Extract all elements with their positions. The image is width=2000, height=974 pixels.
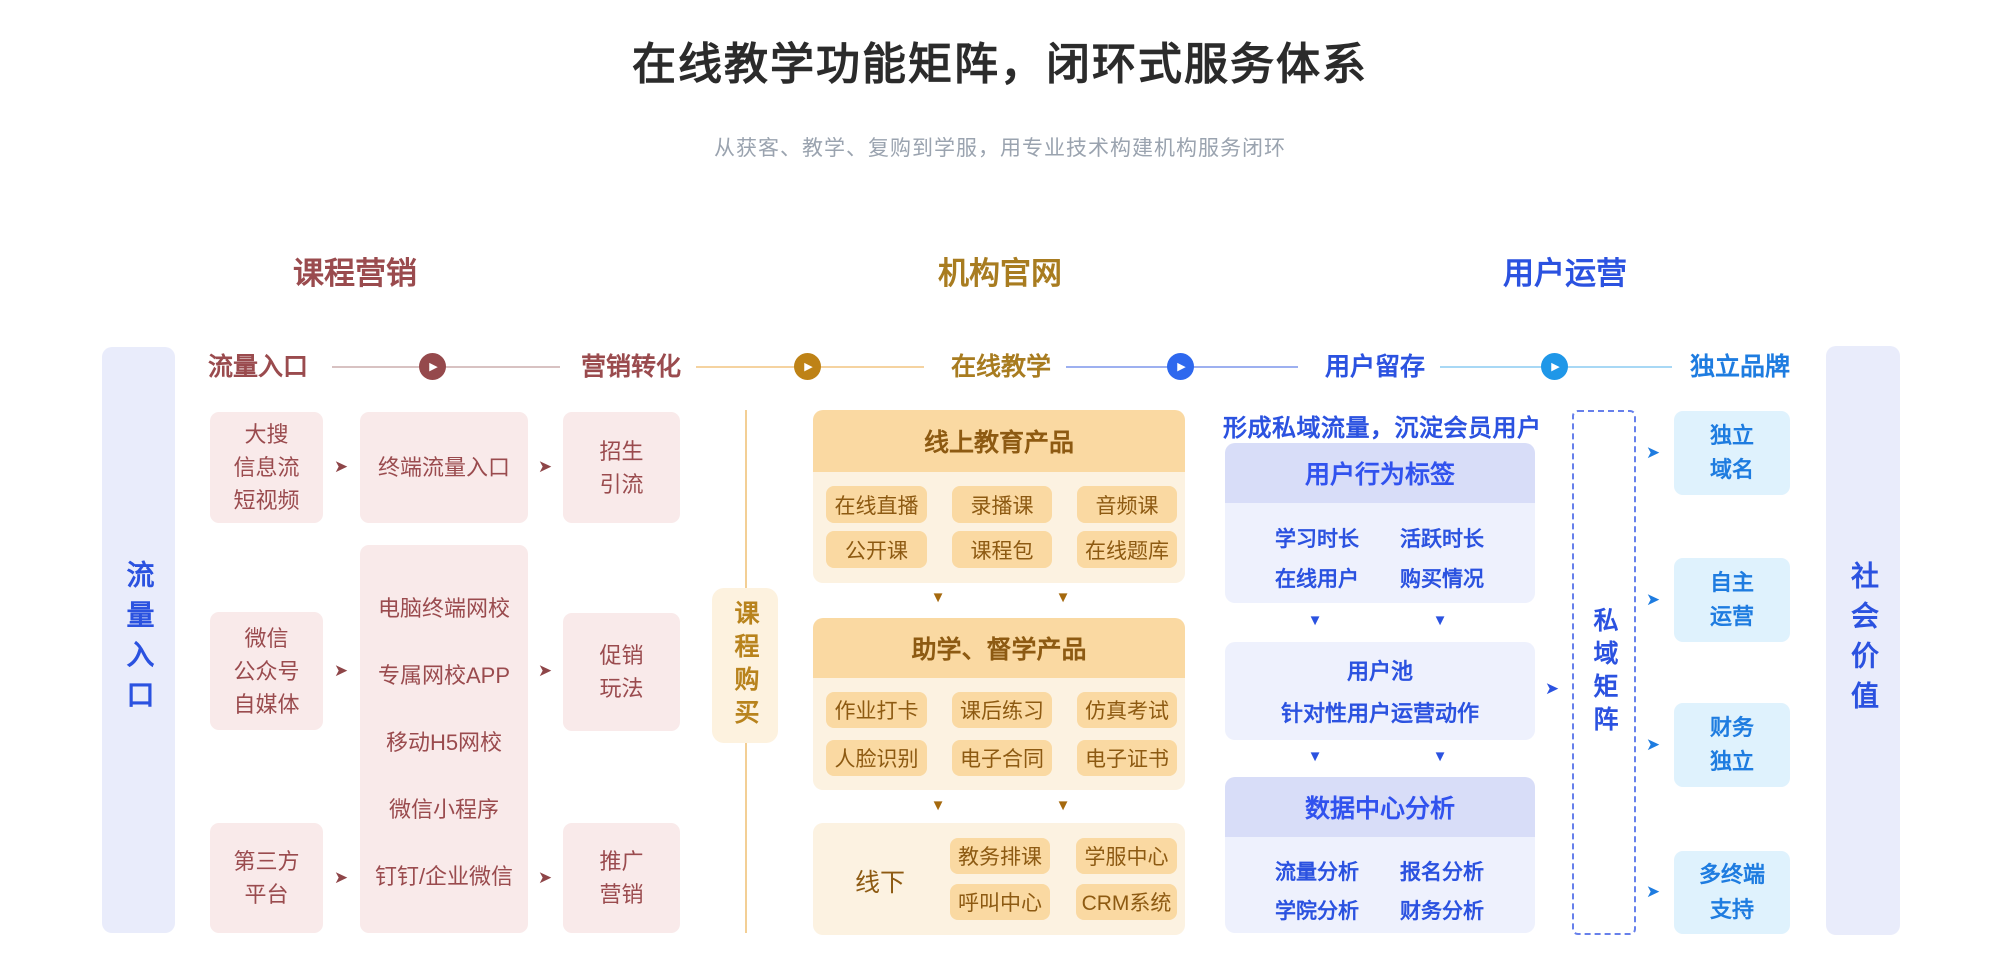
left-sidebar-traffic-entry: 流量入口: [102, 347, 175, 933]
arrow-right-icon: ➤: [1544, 679, 1560, 698]
arrow-down-icon: ▼: [1307, 612, 1323, 629]
arrow-right-icon: ➤: [333, 457, 349, 476]
flow-node-2-play-circle-icon: ▶: [794, 353, 821, 380]
offline-label: 线下: [854, 869, 905, 897]
user-pool-box: 用户池 针对性用户运营动作: [1225, 642, 1535, 740]
item-active-duration: 活跃时长: [1400, 528, 1484, 551]
chip-online-question-bank: 在线题库: [1077, 531, 1177, 568]
box-traffic-search-feeds: 大搜 信息流 短视频: [210, 412, 323, 523]
arrow-down-icon: ▼: [1055, 797, 1071, 814]
flow-stage-user-retention: 用户留存: [1324, 353, 1425, 381]
arrow-right-icon: ➤: [1645, 735, 1661, 754]
section-title-user-operation: 用户运营: [1503, 256, 1627, 291]
retention-headline: 形成私域流量，沉淀会员用户: [1223, 415, 1542, 442]
behavior-tags-body: [1225, 503, 1535, 603]
course-purchase-bar: 课程购买: [712, 588, 778, 743]
flow-stage-online-teaching: 在线教学: [950, 353, 1051, 381]
online-products-header: 线上教育产品: [813, 410, 1185, 472]
arrow-down-icon: ▼: [930, 589, 946, 606]
box-multi-terminal-support: 多终端 支持: [1674, 851, 1790, 934]
flow-stage-independent-brand: 独立品牌: [1689, 353, 1790, 381]
arrow-right-icon: ➤: [1645, 882, 1661, 901]
chip-call-center: 呼叫中心: [950, 884, 1050, 920]
arrow-down-icon: ▼: [1307, 748, 1323, 765]
user-pool-title: 用户池: [1346, 659, 1413, 684]
chip-live-streaming: 在线直播: [826, 486, 927, 523]
play-icon: ▶: [429, 361, 438, 373]
chip-open-class: 公开课: [826, 531, 927, 568]
item-college-analysis: 学院分析: [1275, 900, 1359, 923]
flow-node-1-play-circle-icon: ▶: [419, 353, 446, 380]
arrow-right-icon: ➤: [537, 457, 553, 476]
chip-e-contract: 电子合同: [952, 740, 1052, 776]
box-self-operation: 自主 运营: [1674, 558, 1790, 642]
item-online-users: 在线用户: [1275, 568, 1359, 591]
arrow-down-icon: ▼: [930, 797, 946, 814]
flow-node-3-play-circle-icon: ▶: [1167, 353, 1194, 380]
arrow-right-icon: ➤: [333, 661, 349, 680]
item-finance-analysis: 财务分析: [1400, 900, 1484, 923]
chip-student-service-center: 学服中心: [1076, 838, 1177, 874]
arrow-down-icon: ▼: [1432, 612, 1448, 629]
course-purchase-label: 课程购买: [731, 599, 759, 732]
play-icon: ▶: [1177, 361, 1186, 373]
arrow-down-icon: ▼: [1432, 748, 1448, 765]
chip-simulated-exam: 仿真考试: [1077, 692, 1177, 728]
flow-stage-traffic-entry: 流量入口: [207, 353, 308, 381]
arrow-right-icon: ➤: [1645, 590, 1661, 609]
arrow-right-icon: ➤: [333, 868, 349, 887]
private-matrix-label: 私域矩阵: [1590, 606, 1618, 739]
flow-line-1: [332, 366, 560, 368]
chip-crm-system: CRM系统: [1076, 884, 1177, 920]
user-pool-subtitle: 针对性用户运营动作: [1280, 701, 1479, 726]
play-icon: ▶: [1551, 361, 1560, 373]
box-traffic-thirdparty: 第三方 平台: [210, 823, 323, 933]
data-center-body: [1225, 837, 1535, 933]
box-terminal-platforms: 电脑终端网校 专属网校APP 移动H5网校 微信小程序 钉钉/企业微信: [360, 545, 528, 933]
arrow-down-icon: ▼: [1055, 589, 1071, 606]
page-title: 在线教学功能矩阵，闭环式服务体系: [632, 40, 1368, 89]
arrow-right-icon: ➤: [537, 868, 553, 887]
chip-face-recognition: 人脸识别: [826, 740, 927, 776]
study-products-header: 助学、督学产品: [813, 618, 1185, 678]
box-promo-gameplay: 促销 玩法: [563, 613, 680, 731]
section-title-course-marketing: 课程营销: [293, 256, 417, 291]
data-center-header: 数据中心分析: [1225, 777, 1535, 837]
chip-course-package: 课程包: [952, 531, 1052, 568]
chip-academic-scheduling: 教务排课: [950, 838, 1050, 874]
chip-homework-checkin: 作业打卡: [826, 692, 927, 728]
box-independent-domain: 独立 域名: [1674, 411, 1790, 495]
item-purchase-status: 购买情况: [1400, 568, 1484, 591]
box-promotion-marketing: 推广 营销: [563, 823, 680, 933]
chip-after-class-practice: 课后练习: [952, 692, 1052, 728]
flow-node-4-play-circle-icon: ▶: [1541, 353, 1568, 380]
item-traffic-analysis: 流量分析: [1275, 861, 1359, 884]
right-sidebar-label: 社会价值: [1848, 560, 1879, 721]
item-signup-analysis: 报名分析: [1400, 861, 1484, 884]
chip-recorded-course: 录播课: [952, 486, 1052, 523]
chip-e-certificate: 电子证书: [1077, 740, 1177, 776]
chip-audio-course: 音频课: [1077, 486, 1177, 523]
box-traffic-wechat-media: 微信 公众号 自媒体: [210, 612, 323, 730]
left-sidebar-label: 流量入口: [123, 560, 155, 720]
box-financial-independence: 财务 独立: [1674, 703, 1790, 787]
box-terminal-traffic-entry: 终端流量入口: [360, 412, 528, 523]
arrow-right-icon: ➤: [1645, 443, 1661, 462]
page-subtitle: 从获客、教学、复购到学服，用专业技术构建机构服务闭环: [714, 137, 1286, 160]
right-sidebar-social-value: 社会价值: [1826, 346, 1900, 935]
box-enrollment-drainage: 招生 引流: [563, 412, 680, 523]
section-title-org-website: 机构官网: [938, 256, 1062, 291]
behavior-tags-header: 用户行为标签: [1225, 443, 1535, 503]
arrow-right-icon: ➤: [537, 661, 553, 680]
item-study-duration: 学习时长: [1275, 528, 1359, 551]
private-matrix-box: 私域矩阵: [1572, 410, 1636, 935]
play-icon: ▶: [804, 361, 813, 373]
flow-stage-marketing-conversion: 营销转化: [580, 353, 681, 381]
